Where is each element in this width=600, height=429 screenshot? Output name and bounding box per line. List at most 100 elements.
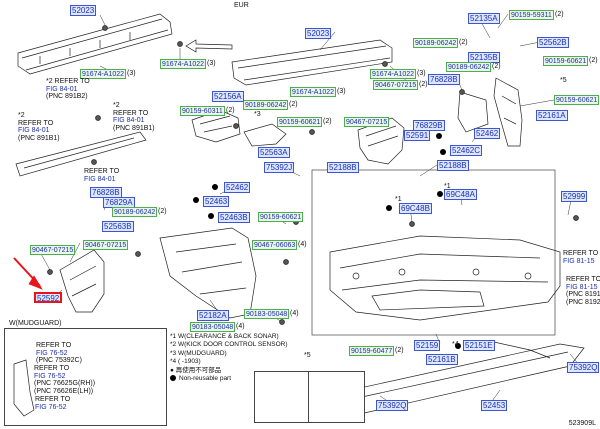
part-label-52462[interactable]: 52462	[224, 182, 251, 193]
side-retainer-left	[15, 131, 147, 177]
legend-line-4: *4 ( -1903)	[170, 358, 201, 366]
part-label-52562b[interactable]: 52562B	[537, 37, 569, 48]
part-label-52453[interactable]: 52453	[481, 400, 508, 411]
part-label-52135a[interactable]: 52135A	[468, 13, 500, 24]
part-label-76828b[interactable]: 76828B	[428, 74, 460, 85]
footnote-marker: *4	[452, 341, 459, 348]
part-label-52161a[interactable]: 52161A	[536, 110, 568, 121]
part-qty: (2)	[589, 57, 598, 64]
part-label-90159-60621[interactable]: 90159-60621	[554, 95, 600, 105]
fig-reference-link[interactable]: FIG 81-15	[566, 283, 598, 291]
part-label-52188b[interactable]: 52188B	[437, 160, 469, 171]
part-label-52591[interactable]: 52591	[404, 130, 431, 141]
part-label-75392q[interactable]: 75392Q	[567, 362, 600, 373]
reference-text: (PNC 891B2)	[46, 93, 88, 100]
direction-arrow	[185, 39, 233, 53]
part-label-52463[interactable]: 52463	[203, 196, 230, 207]
part-label-90467-07215[interactable]: 90467-07215	[83, 240, 129, 250]
reference-text: (PNC 76625G(RH))	[34, 380, 96, 387]
part-label-90467-06063[interactable]: 90467-06063	[252, 240, 298, 250]
part-qty: (4)	[298, 241, 307, 248]
part-label-52023[interactable]: 52023	[70, 5, 97, 16]
fig-reference-link[interactable]: FIG 84-01	[46, 85, 78, 93]
part-label-75392j[interactable]: 75392J	[264, 162, 295, 173]
part-label-90159-60477[interactable]: 90159-60477	[349, 346, 395, 356]
part-qty: (3)	[337, 88, 346, 95]
side-retainer-right	[457, 91, 489, 133]
part-label-52151e[interactable]: 52151E	[463, 340, 495, 351]
non-reusable-dot-icon	[170, 375, 176, 382]
footnote-marker: *1	[395, 196, 402, 203]
bumper-retainer-right	[357, 117, 405, 165]
fig-reference-link[interactable]: FIG 84-01	[84, 175, 116, 183]
part-label-52161b[interactable]: 52161B	[426, 354, 458, 365]
footnote-marker: *5	[304, 352, 311, 359]
part-label-91674-a1022[interactable]: 91674-A1022	[370, 69, 417, 79]
part-qty: (2)	[289, 101, 298, 108]
part-label-69c48b[interactable]: 69C48B	[399, 203, 432, 214]
part-label-90183-05048[interactable]: 90183-05048	[190, 322, 236, 332]
part-label-52563a[interactable]: 52563A	[258, 147, 290, 158]
part-label-52159[interactable]: 52159	[414, 340, 441, 351]
reference-text: REFER TO	[84, 168, 120, 175]
part-label-91674-a1022[interactable]: 91674-A1022	[290, 87, 337, 97]
part-label-90159-60621[interactable]: 90159-60621	[543, 56, 589, 66]
part-qty: (2)	[323, 118, 332, 125]
reinforcement-beam-left	[17, 13, 173, 75]
part-label-69c48a[interactable]: 69C48A	[444, 189, 477, 200]
part-label-52188b[interactable]: 52188B	[327, 162, 359, 173]
footnote-marker: *1	[444, 183, 451, 190]
part-label-52462c[interactable]: 52462C	[450, 145, 483, 156]
part-label-52563b[interactable]: 52563B	[102, 221, 134, 232]
reference-text: REFER TO	[35, 396, 71, 403]
part-label-90189-06242[interactable]: 90189-06242	[446, 62, 492, 72]
part-qty: (4)	[236, 323, 245, 330]
part-label-52182a[interactable]: 52182A	[197, 310, 229, 321]
clip-box-2	[308, 371, 365, 423]
part-label-90183-05048[interactable]: 90183-05048	[244, 309, 290, 319]
part-label-75392q[interactable]: 75392Q	[376, 400, 409, 411]
legend: *1 W(CLEARANCE & BACK SONAR) *2 W(KICK D…	[170, 333, 288, 383]
fig-reference-link[interactable]: FIG 84-01	[113, 117, 145, 124]
fig-reference-link[interactable]: FIG 81-15	[563, 257, 595, 265]
part-qty: (2)	[158, 208, 167, 215]
footnote-marker: *5	[560, 77, 567, 84]
part-label-91674-a1022[interactable]: 91674-A1022	[80, 69, 127, 79]
part-label-90467-07215[interactable]: 90467-07215	[30, 245, 76, 255]
part-label-90467-07215[interactable]: 90467-07215	[373, 80, 419, 90]
legend-line-3: *3 W(MUDGUARD)	[170, 349, 227, 357]
part-qty: (2)	[459, 39, 468, 46]
part-label-52999[interactable]: 52999	[561, 191, 588, 202]
fig-reference-link[interactable]: FIG 76-52	[36, 349, 68, 357]
reference-text: *2	[113, 102, 120, 109]
part-label-52463b[interactable]: 52463B	[218, 212, 250, 223]
part-label-52023[interactable]: 52023	[305, 28, 332, 39]
reinforcement-beam-eur	[231, 39, 393, 86]
part-label-52462[interactable]: 52462	[474, 128, 501, 139]
fig-reference-link[interactable]: FIG 76-52	[35, 403, 67, 411]
part-label-90189-06242[interactable]: 90189-06242	[413, 38, 459, 48]
part-qty: (2)	[395, 347, 404, 354]
side-bracket-right	[493, 77, 523, 147]
fig-reference-link[interactable]: FIG 76-52	[34, 372, 66, 380]
part-qty: (2)	[492, 63, 501, 70]
diagram-code: 523909L	[568, 420, 596, 427]
part-label-90159-60621[interactable]: 90159-60621	[277, 117, 323, 127]
bumper-detail-frame	[311, 169, 556, 336]
fig-reference-link[interactable]: FIG 84-01	[18, 127, 50, 134]
retainer-center	[243, 123, 287, 147]
reference-text: REFER TO	[34, 365, 70, 372]
part-label-90189-06242[interactable]: 90189-06242	[243, 100, 289, 110]
part-label-90159-60311[interactable]: 90159-60311	[180, 106, 225, 116]
part-label-52592[interactable]: 52592	[34, 292, 63, 303]
part-label-90189-06242[interactable]: 90189-06242	[112, 207, 158, 217]
reference-text: (PNC 81920(LH))	[566, 298, 600, 306]
part-qty: (2)	[555, 11, 564, 18]
part-label-52156a[interactable]: 52156A	[212, 91, 244, 102]
part-label-90159-60621[interactable]: 90159-60621	[258, 212, 304, 222]
part-qty: (2)	[226, 107, 235, 114]
part-label-90467-07215[interactable]: 90467-07215	[344, 117, 390, 127]
reference-text: *2 REFER TO	[46, 78, 90, 85]
part-label-90159-59311[interactable]: 90159-59311	[509, 10, 554, 20]
part-label-91674-a1022[interactable]: 91674-A1022	[160, 59, 207, 69]
